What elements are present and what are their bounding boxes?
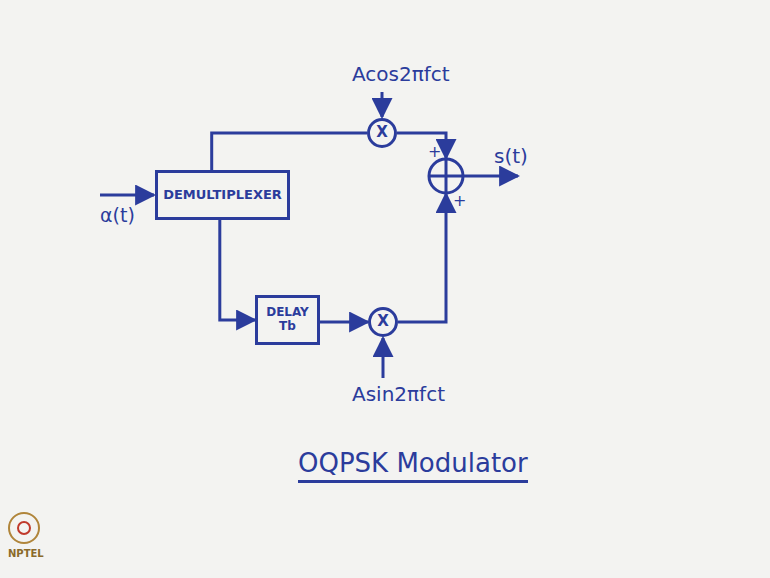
title-label: OQPSK Modulator <box>298 448 528 483</box>
node-text: Tb <box>279 320 296 334</box>
connector <box>220 220 255 320</box>
node-text: X <box>376 124 388 141</box>
carrier-label: Acos2πfct <box>352 62 450 86</box>
connector <box>212 133 367 170</box>
delay-box: DELAYTb <box>255 295 320 345</box>
output-arrow <box>463 175 518 178</box>
adder-cross <box>429 159 463 193</box>
node-text: DELAY <box>266 306 309 320</box>
wire <box>398 194 446 322</box>
watermark: NPTEL <box>8 548 44 559</box>
carrier-label: Asin2πfct <box>352 382 445 406</box>
multiplier-circle: X <box>368 307 398 337</box>
node-text: DEMULTIPLEXER <box>163 188 282 203</box>
signal-label: α(t) <box>100 204 135 226</box>
sign-label: + <box>428 142 441 161</box>
carrier-arrow <box>381 92 384 117</box>
input-arrow <box>100 194 154 197</box>
demux-box: DEMULTIPLEXER <box>155 170 290 220</box>
sign-label: + <box>453 191 466 210</box>
carrier-arrow <box>382 338 385 378</box>
connector <box>320 321 368 324</box>
node-text: X <box>377 313 389 330</box>
adder-symbol <box>429 159 463 193</box>
multiplier-circle: X <box>367 118 397 148</box>
signal-label: s(t) <box>494 144 528 168</box>
logo-symbol <box>9 513 39 543</box>
logo-symbol <box>18 522 30 534</box>
